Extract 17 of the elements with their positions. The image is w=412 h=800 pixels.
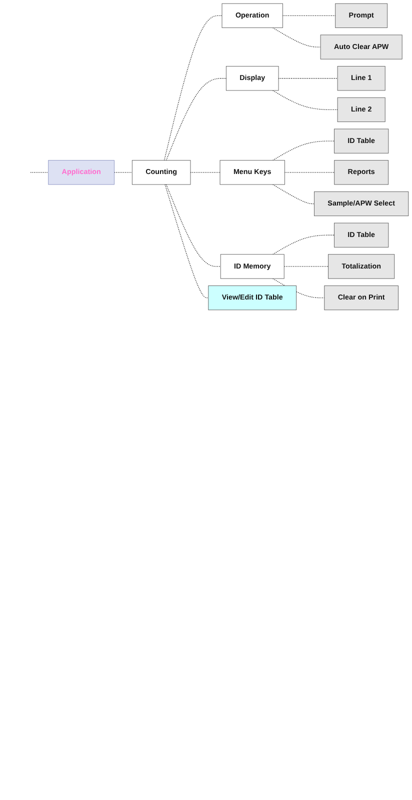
connector <box>272 184 315 204</box>
connector <box>272 234 335 255</box>
connector <box>272 278 325 298</box>
connector <box>278 78 338 79</box>
connector <box>166 78 227 161</box>
connector <box>166 184 221 267</box>
connector <box>284 266 329 267</box>
connector <box>164 184 209 298</box>
connector <box>164 15 222 161</box>
connector <box>272 90 338 110</box>
connector <box>30 172 49 173</box>
connector <box>114 172 132 173</box>
connector <box>272 27 321 48</box>
connector <box>272 140 335 161</box>
connector <box>190 172 220 173</box>
connector <box>284 172 335 173</box>
connector <box>282 15 336 16</box>
